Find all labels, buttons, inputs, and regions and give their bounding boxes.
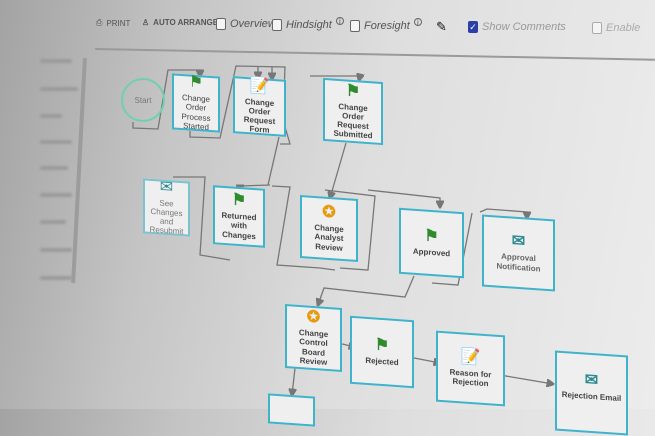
connector (318, 275, 415, 305)
mail-icon: ✉ (511, 232, 526, 251)
node-reason-for-rejection[interactable]: 📝Reason for Rejection (436, 330, 505, 407)
connectors (132, 65, 655, 409)
flag-icon: ⚑ (188, 73, 204, 92)
connector (271, 185, 336, 271)
info-icon[interactable]: i (413, 18, 422, 27)
node-returned-with-changes[interactable]: ⚑Returned with Changes (213, 185, 265, 248)
info-icon[interactable]: i (335, 17, 344, 26)
form-icon: 📝 (249, 76, 270, 96)
connector (367, 189, 440, 207)
node-rejection-email[interactable]: ✉Rejection Email (555, 350, 628, 436)
connector (173, 176, 231, 261)
connector (408, 356, 440, 363)
node-change-order-request-form[interactable]: 📝Change Order Request Form (233, 76, 286, 137)
sidebar (0, 50, 85, 350)
connector (310, 76, 360, 80)
node-approved[interactable]: ⚑Approved (399, 207, 464, 279)
node-change-analyst-review[interactable]: ✪Change Analyst Review (300, 194, 358, 263)
comment-pen-icon[interactable]: ✎ (436, 19, 447, 34)
connector (431, 212, 473, 286)
show-comments-checkbox[interactable]: ✓Show Comments (468, 21, 566, 33)
enable-checkbox[interactable]: Enable (592, 22, 640, 34)
connector (324, 189, 376, 271)
connector (292, 367, 295, 395)
form-icon: 📝 (460, 348, 481, 367)
mail-icon: ✉ (584, 371, 599, 390)
printer-icon: ⎙ (96, 18, 103, 27)
checkbox-icon (592, 22, 602, 34)
node-approval-notification[interactable]: ✉Approval Notification (482, 214, 555, 292)
node-partial[interactable] (268, 393, 315, 427)
node-rejected[interactable]: ⚑Rejected (350, 315, 414, 389)
auto-arrange-button[interactable]: ♙AUTO ARRANGE (142, 18, 219, 27)
print-button[interactable]: ⎙PRINT (96, 18, 131, 28)
connector (499, 374, 553, 384)
node-change-control-board-review[interactable]: ✪Change Control Board Review (285, 304, 342, 372)
checkbox-icon (216, 18, 226, 30)
badge-check-icon: ✪ (306, 308, 321, 327)
flag-icon: ⚑ (345, 82, 361, 101)
flag-icon: ⚑ (424, 227, 439, 246)
overview-checkbox[interactable]: Overview (216, 18, 276, 30)
connector (267, 136, 280, 186)
checkbox-icon (350, 20, 360, 32)
flag-icon: ⚑ (231, 191, 247, 210)
mail-icon: ✉ (159, 178, 174, 197)
node-see-changes-and-resubmit[interactable]: ✉See Changes and Resubmit (143, 178, 190, 237)
connector (189, 65, 291, 145)
connector (479, 208, 527, 218)
checkbox-icon (272, 19, 282, 31)
connector (330, 142, 347, 198)
checkbox-checked-icon: ✓ (468, 21, 478, 33)
node-change-order-request-submitted[interactable]: ⚑Change Order Request Submitted (323, 77, 383, 146)
sitemap-icon: ♙ (142, 18, 150, 27)
badge-check-icon: ✪ (322, 203, 336, 222)
flag-icon: ⚑ (374, 336, 390, 355)
node-change-order-process-started[interactable]: ⚑Change Order Process Started (172, 73, 220, 133)
start-node[interactable]: Start (121, 78, 165, 122)
